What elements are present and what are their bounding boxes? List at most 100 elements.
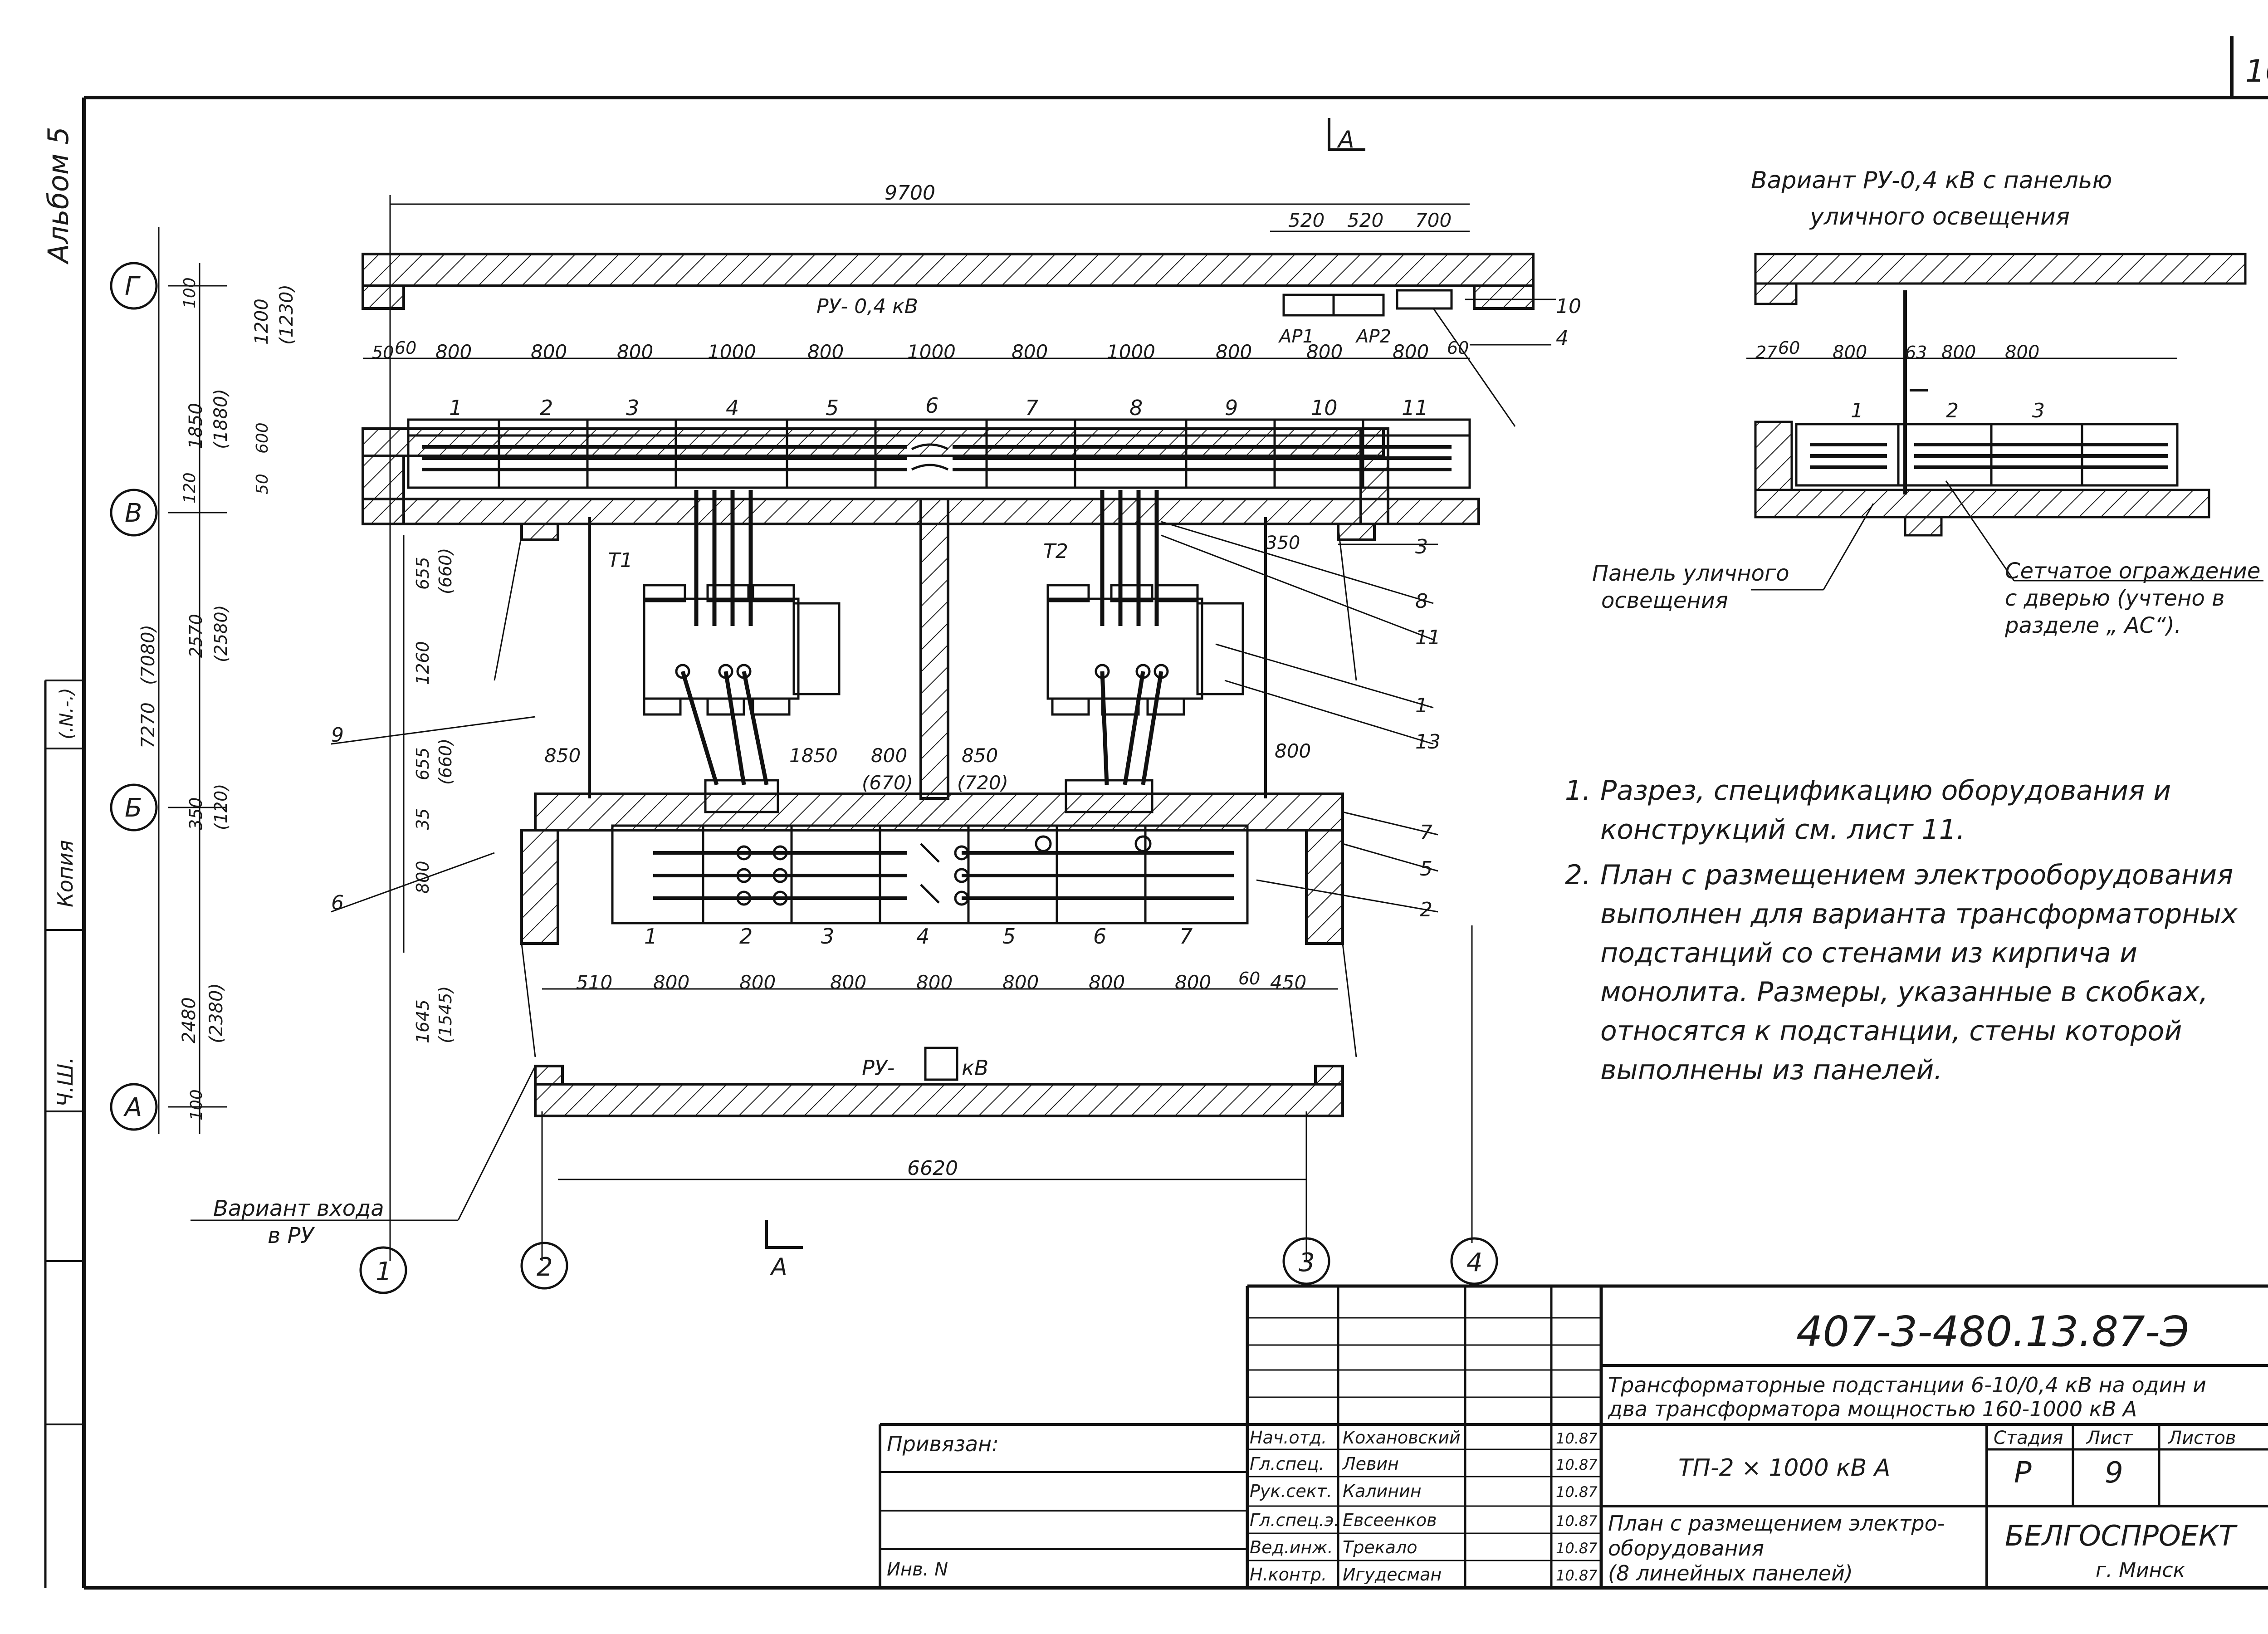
signatory-role: Нач.отд.	[1250, 1428, 1327, 1448]
bottom-panel-dim: 450	[1270, 971, 1306, 993]
callout-right: 8	[1415, 590, 1428, 613]
panel-dim-top: 60	[1447, 338, 1469, 358]
note-1: 1. Разрез, спецификацию оборудования и ко…	[1565, 771, 2268, 849]
panel-number-bottom: 7	[1179, 924, 1193, 949]
vdim-inner: (1545)	[435, 986, 455, 1043]
signatory-role: Вед.инж.	[1250, 1537, 1333, 1557]
vdim-outer: 1850	[186, 403, 206, 449]
section-mark-bottom	[765, 1220, 803, 1249]
vdim-outer: (1880)	[210, 389, 231, 449]
note-1-text: Разрез, спецификацию оборудования и конс…	[1600, 775, 2171, 846]
panel-number-bottom: 3	[821, 924, 834, 949]
dim-top-right-3: 700	[1415, 209, 1452, 231]
callout-right: 3	[1415, 535, 1428, 558]
note-1-number: 1.	[1565, 775, 1591, 807]
bottom-panel-dim: 60	[1238, 969, 1260, 988]
sheet-corner-number: 16	[2245, 54, 2268, 89]
inventory-label: Инв. N	[887, 1559, 948, 1580]
organization-city: г. Минск	[2096, 1559, 2185, 1582]
panel-number-bottom: 6	[1093, 924, 1106, 949]
panel-number-bottom: 2	[739, 924, 753, 949]
general-notes: 1. Разрез, спецификацию оборудования и ко…	[1565, 771, 2268, 1096]
axis-bubble-v	[110, 489, 158, 537]
panel-number-top: 10	[1311, 396, 1338, 420]
panel-number-top: 6	[925, 393, 938, 418]
mid-dim: 850	[962, 744, 998, 767]
variant-plan	[1746, 253, 2263, 591]
entrance-label-1: Вариант входа	[213, 1196, 384, 1221]
signatory-name: Трекало	[1343, 1537, 1418, 1557]
axis-label-4: 4	[1466, 1248, 1483, 1277]
margin-label-2: Копия	[53, 840, 78, 907]
vdim-outer: (2380)	[206, 983, 227, 1043]
vdim-inner: (120)	[211, 784, 231, 830]
panel-dim-top: 1000	[708, 341, 756, 363]
callout-right: 7	[1420, 821, 1432, 844]
variant-label-left-2: освещения	[1601, 588, 1728, 613]
ap-boxes	[1282, 289, 1453, 317]
mid-dim: 850	[544, 744, 581, 767]
panel-dim-top: 800	[617, 341, 653, 363]
transformer-t2	[1046, 490, 1244, 813]
album-label: Альбом 5	[42, 127, 75, 265]
vdim-inner: 2570	[186, 614, 206, 658]
signatory-date: 10.87	[1556, 1512, 1598, 1530]
panel-number-bottom: 1	[644, 924, 657, 949]
axis-bubbles	[110, 262, 1498, 1294]
callout-right: 4	[1556, 327, 1569, 350]
ru-bottom-label: РУ-	[862, 1056, 894, 1080]
bottom-panel-dim: 800	[653, 971, 689, 993]
note-2-number: 2.	[1565, 859, 1591, 891]
panel-dim-top: 800	[807, 341, 844, 363]
ap1-label: АР1	[1278, 326, 1314, 347]
bottom-panel-dim: 800	[916, 971, 953, 993]
signatory-name: Левин	[1343, 1454, 1399, 1474]
variant-label-left-1: Панель уличного	[1592, 561, 1789, 586]
vdim-inner: 100	[187, 1089, 206, 1120]
axis-label-b: Б	[125, 793, 142, 823]
callout-left: 6	[331, 891, 344, 915]
panel-dim-top: 800	[1012, 341, 1048, 363]
vdim-outer: 7270	[138, 702, 159, 749]
panel-dim-top: 800	[435, 341, 472, 363]
vdim-outer: (1230)	[276, 284, 297, 345]
leader-lines	[191, 298, 1556, 1221]
panel-number-top: 5	[826, 396, 839, 420]
panel-dim-top: 800	[1216, 341, 1252, 363]
panel-dim-top: 800	[1393, 341, 1429, 363]
bottom-panel-dim: 800	[739, 971, 776, 993]
panel-dim-top: 1000	[1107, 341, 1155, 363]
callout-right: 5	[1420, 857, 1432, 881]
panel-number-top: 11	[1402, 396, 1428, 420]
drawing-title-line3: (8 линейных панелей)	[1608, 1561, 1853, 1585]
vdim-inner: 50	[253, 474, 272, 494]
mid-dim: (670)	[862, 772, 913, 794]
vdim-inner: (660)	[435, 548, 455, 594]
variant-dim: 800	[1833, 342, 1867, 363]
panel-number-top: 8	[1129, 396, 1143, 420]
transformer-t1	[643, 490, 841, 813]
callout-right: 11	[1415, 626, 1441, 649]
bottom-panel-dim: 800	[1089, 971, 1125, 993]
transformer-t1-label: Т1	[608, 549, 633, 572]
variant-panel-number: 2	[1946, 399, 1959, 422]
callout-right: 1	[1415, 694, 1428, 717]
dim-top-right-2: 520	[1347, 209, 1383, 231]
ru-bottom-unit: кВ	[962, 1056, 988, 1080]
vdim-inner: 600	[253, 422, 272, 454]
transformer-t2-label: Т2	[1043, 540, 1068, 563]
bottom-overall-dim: 6620	[907, 1157, 958, 1180]
margin-label-1: (.N.-.)	[56, 688, 77, 739]
note-2: 2.План с размещением электрооборудования…	[1565, 856, 2268, 1090]
panel-number-top: 7	[1025, 396, 1038, 420]
mid-dim: 350	[1266, 533, 1300, 553]
axis-label-1: 1	[376, 1257, 392, 1287]
signatory-date: 10.87	[1556, 1456, 1598, 1473]
vdim-outer: 1200	[251, 298, 272, 345]
axis-bubble-g	[110, 262, 158, 310]
vdim-inner: 100	[181, 277, 199, 308]
mid-dim: 800	[1275, 740, 1311, 762]
vdim-inner: 655	[413, 747, 433, 780]
project-title-line1: Трансформаторные подстанции 6-10/0,4 кВ …	[1608, 1373, 2206, 1397]
